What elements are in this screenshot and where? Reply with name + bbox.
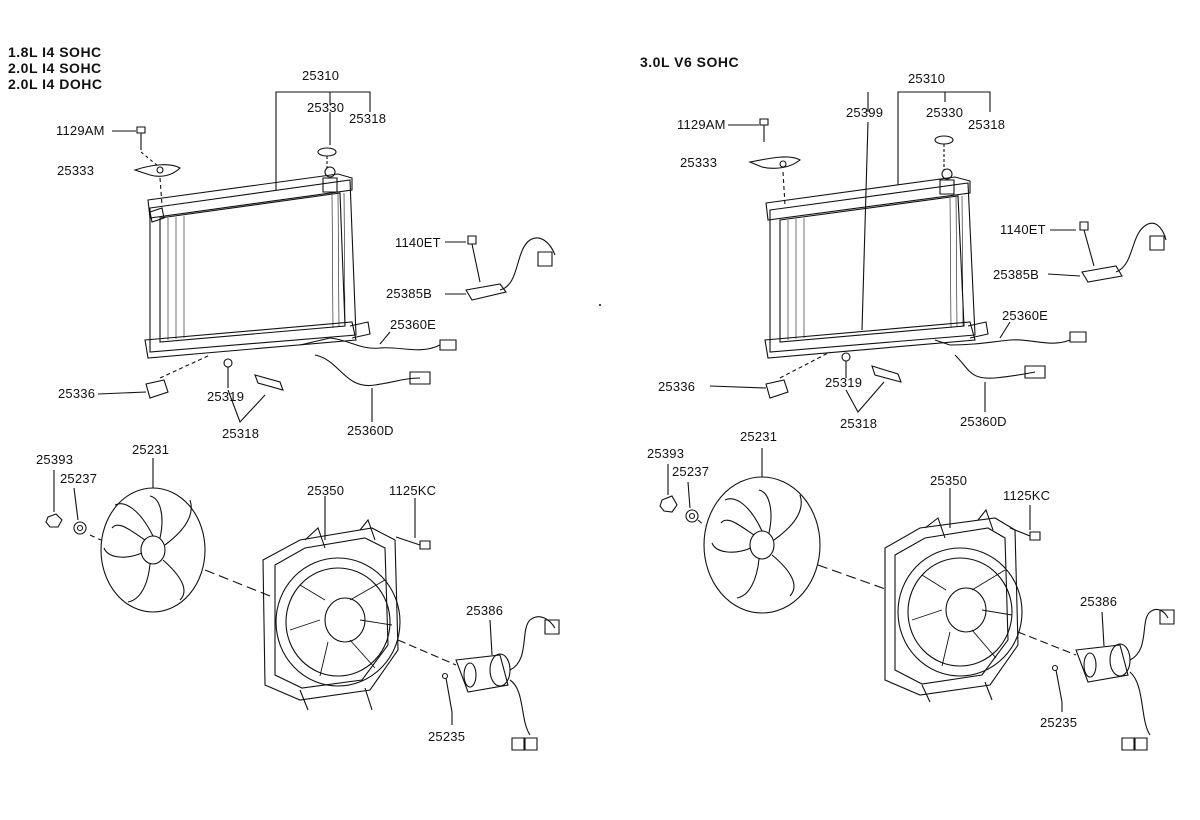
left-label-25235: 25235	[428, 729, 466, 744]
left-cap-25330	[318, 148, 336, 168]
left-label-25319: 25319	[207, 389, 245, 404]
left-harness-25360D	[315, 355, 430, 422]
left-label-25393: 25393	[36, 452, 74, 467]
left-label-25318-bottom: 25318	[222, 426, 260, 441]
right-shroud-25350	[885, 488, 1022, 702]
right-label-25399: 25399	[846, 105, 884, 120]
left-label-25318-top: 25318	[349, 111, 387, 126]
left-screw-1125KC	[396, 498, 430, 549]
left-label-1129AM: 1129AM	[56, 123, 105, 138]
right-label-25386: 25386	[1080, 594, 1118, 609]
right-washer-25237	[686, 482, 698, 522]
left-label-25336: 25336	[58, 386, 96, 401]
left-plug-25336	[98, 355, 210, 398]
right-label-25235: 25235	[1040, 715, 1078, 730]
left-motor-25386	[398, 617, 559, 750]
right-screw-25235	[1053, 666, 1063, 713]
right-label-25318-top: 25318	[968, 117, 1006, 132]
left-label-25333: 25333	[57, 163, 95, 178]
left-oring-25319	[224, 359, 283, 422]
left-harness-25360E	[300, 332, 456, 350]
right-engine-1: 3.0L V6 SOHC	[640, 54, 740, 70]
left-assembly	[46, 92, 559, 750]
right-radiator	[765, 169, 988, 358]
right-label-25333: 25333	[680, 155, 718, 170]
left-radiator	[145, 167, 370, 358]
left-label-25350: 25350	[307, 483, 345, 498]
right-top-leaders	[862, 92, 990, 330]
left-label-1140ET: 1140ET	[395, 235, 441, 250]
left-shroud-25350	[263, 496, 400, 710]
right-label-25330: 25330	[926, 105, 964, 120]
left-label-25360D: 25360D	[347, 423, 394, 438]
right-screw-1125KC	[1010, 505, 1040, 540]
left-label-25237: 25237	[60, 471, 98, 486]
right-sensor-25385B	[1048, 222, 1166, 282]
left-engine-1: 1.8L I4 SOHC	[8, 44, 102, 60]
right-label-25360E: 25360E	[1002, 308, 1049, 323]
right-label-25360D: 25360D	[960, 414, 1007, 429]
left-label-25231: 25231	[132, 442, 170, 457]
right-label-25393: 25393	[647, 446, 685, 461]
right-harness-25360E	[935, 322, 1086, 345]
right-label-1140ET: 1140ET	[1000, 222, 1046, 237]
left-bolt-1129AM	[112, 127, 158, 166]
right-label-1125KC: 1125KC	[1003, 488, 1051, 503]
left-screw-25235	[443, 674, 453, 726]
left-fan-25231	[90, 458, 270, 612]
separator-dot	[599, 304, 601, 306]
left-label-25310: 25310	[302, 68, 340, 83]
right-label-25336: 25336	[658, 379, 696, 394]
left-label-25360E: 25360E	[390, 317, 437, 332]
right-assembly	[660, 92, 1174, 750]
left-nut-25393	[46, 470, 62, 527]
right-label-25310: 25310	[908, 71, 946, 86]
right-engine-list: 3.0L V6 SOHC	[640, 54, 739, 70]
right-label-1129AM: 1129AM	[677, 117, 726, 132]
right-label-25319: 25319	[825, 375, 863, 390]
left-bracket-25333	[135, 165, 180, 205]
left-engine-2: 2.0L I4 SOHC	[8, 60, 102, 76]
left-sensor-25385B	[445, 236, 555, 300]
left-label-1125KC: 1125KC	[389, 483, 437, 498]
right-label-25385B: 25385B	[993, 267, 1040, 282]
right-label-25237: 25237	[672, 464, 710, 479]
right-bolt-1129AM	[728, 119, 768, 142]
right-plug-25336	[710, 352, 830, 398]
left-engine-list: 1.8L I4 SOHC 2.0L I4 SOHC 2.0L I4 DOHC	[8, 44, 102, 92]
right-oring-25319	[842, 353, 901, 412]
left-engine-3: 2.0L I4 DOHC	[8, 76, 103, 92]
left-label-25330: 25330	[307, 100, 345, 115]
right-label-25318-bottom: 25318	[840, 416, 878, 431]
right-fan-25231	[698, 448, 888, 613]
left-label-25385B: 25385B	[386, 286, 433, 301]
right-cap-25330	[935, 136, 953, 170]
left-washer-25237	[74, 488, 86, 534]
right-motor-25386	[1018, 610, 1174, 750]
right-bracket-25333	[750, 157, 800, 205]
right-label-25231: 25231	[740, 429, 778, 444]
right-nut-25393	[660, 464, 677, 512]
right-harness-25360D	[955, 355, 1045, 412]
left-label-25386: 25386	[466, 603, 504, 618]
right-label-25350: 25350	[930, 473, 968, 488]
left-top-leaders	[276, 92, 370, 190]
